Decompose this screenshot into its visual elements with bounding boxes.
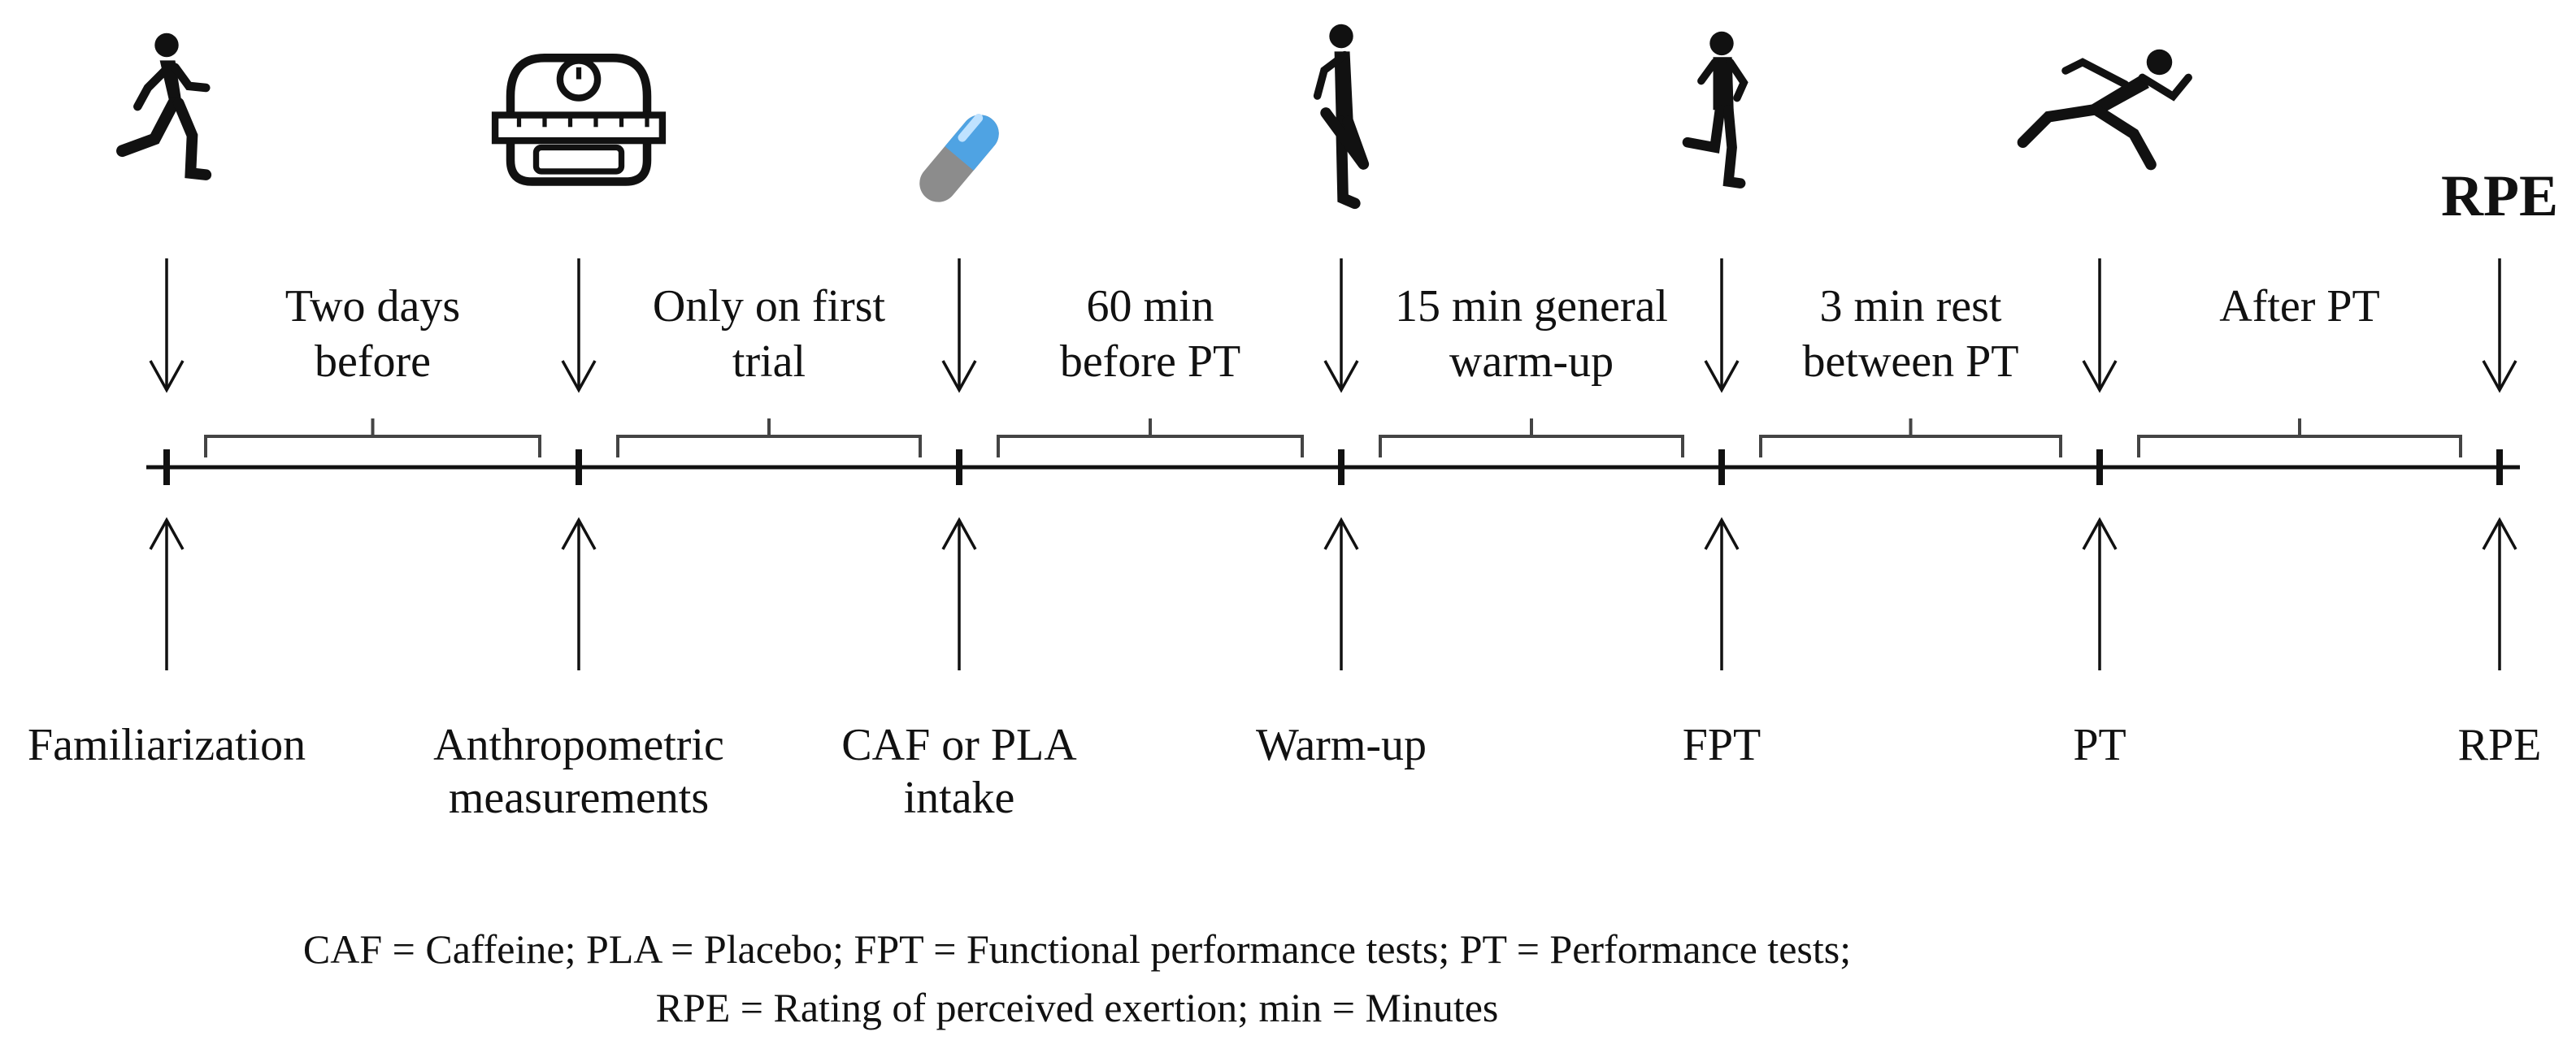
interval-bracket xyxy=(616,435,922,457)
footnote-line: CAF = Caffeine; PLA = Placebo; FPT = Fun… xyxy=(303,926,1851,972)
milestone-label: PT xyxy=(2073,720,2126,770)
arrowhead-up xyxy=(2482,517,2517,550)
milestone-pt: PT xyxy=(2023,50,2189,770)
capsule-icon xyxy=(911,106,1007,210)
interval-label: before xyxy=(315,336,431,387)
milestone-rpe: RPE RPE xyxy=(2441,163,2558,770)
footnote-line: RPE = Rating of perceived exertion; min … xyxy=(656,985,1499,1030)
interval-label: 3 min rest xyxy=(1820,281,2002,332)
interval-6: After PT xyxy=(2137,281,2462,457)
arrowhead-down xyxy=(149,360,185,393)
arrowhead-down xyxy=(561,360,597,393)
interval-bracket xyxy=(2137,435,2462,457)
scale-icon xyxy=(495,58,662,181)
milestone-label: Warm-up xyxy=(1256,720,1427,770)
milestone-label: FPT xyxy=(1683,720,1761,770)
interval-bracket xyxy=(1759,435,2062,457)
arrowhead-down xyxy=(1704,360,1740,393)
runner-icon xyxy=(122,33,206,175)
arrowhead-down xyxy=(2482,360,2517,393)
arrowhead-up xyxy=(941,517,977,550)
interval-label: before PT xyxy=(1060,336,1240,387)
interval-label: Only on first xyxy=(653,281,886,332)
interval-label: between PT xyxy=(1803,336,2019,387)
stretching-icon xyxy=(1318,24,1364,204)
arrowhead-up xyxy=(1323,517,1359,550)
interval-bracket xyxy=(1379,435,1684,457)
arrowhead-down xyxy=(941,360,977,393)
milestone-familiarization: Familiarization xyxy=(28,33,306,770)
arrowhead-up xyxy=(149,517,185,550)
milestone-label: Familiarization xyxy=(28,720,306,770)
interval-bracket xyxy=(997,435,1304,457)
milestone-warmup: Warm-up xyxy=(1256,24,1427,770)
arrowhead-up xyxy=(561,517,597,550)
jogging-icon xyxy=(1688,32,1744,184)
arrowhead-down xyxy=(1323,360,1359,393)
sprinter-icon xyxy=(2023,50,2189,165)
milestone-label: measurements xyxy=(449,773,709,823)
interval-label: Two days xyxy=(285,281,460,332)
interval-label: 60 min xyxy=(1086,281,1214,332)
milestone-label: Anthropometric xyxy=(433,720,724,770)
milestone-label: RPE xyxy=(2458,720,2542,770)
arrowhead-up xyxy=(1704,517,1740,550)
arrowhead-down xyxy=(2082,360,2118,393)
interval-label: trial xyxy=(732,336,806,387)
milestone-label: intake xyxy=(904,773,1015,823)
arrowhead-up xyxy=(2082,517,2118,550)
interval-label: warm-up xyxy=(1449,336,1614,387)
interval-label: 15 min general xyxy=(1395,281,1668,332)
interval-label: After PT xyxy=(2219,281,2380,332)
interval-bracket xyxy=(204,435,541,457)
milestone-fpt: FPT xyxy=(1683,32,1761,770)
milestone-label: CAF or PLA xyxy=(841,720,1077,770)
rpe-heading: RPE xyxy=(2441,163,2558,228)
